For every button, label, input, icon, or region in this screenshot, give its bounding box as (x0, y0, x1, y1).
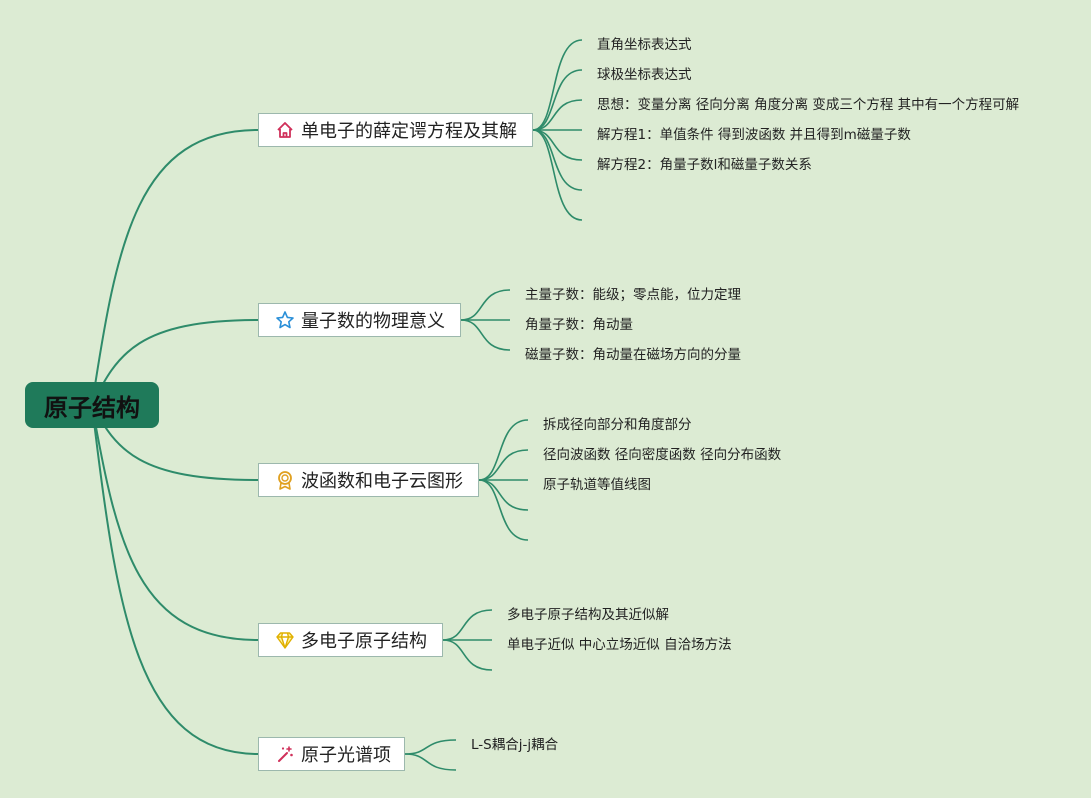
leaf-node[interactable]: L-S耦合j-j耦合 (471, 737, 559, 753)
connector-line (91, 129, 259, 406)
leaf-node[interactable]: 磁量子数：角动量在磁场方向的分量 (525, 347, 741, 363)
root-node[interactable]: 原子结构 (25, 382, 159, 428)
connector-line (460, 319, 511, 351)
branch-node-quantum-numbers[interactable]: 量子数的物理意义 (258, 303, 461, 337)
connector-line (91, 404, 259, 641)
branch-label: 量子数的物理意义 (301, 311, 445, 332)
leaf-node[interactable]: 解方程2：角量子数l和磁量子数关系 (597, 157, 812, 173)
leaf-node[interactable]: 多电子原子结构及其近似解 (507, 607, 669, 623)
branch-label: 波函数和电子云图形 (301, 471, 463, 492)
connector-line (532, 69, 583, 131)
branch-node-wavefunction[interactable]: 波函数和电子云图形 (258, 463, 479, 497)
leaf-node[interactable]: 主量子数：能级；零点能，位力定理 (525, 287, 741, 303)
leaf-node[interactable]: 球极坐标表达式 (597, 67, 692, 83)
connector-line (532, 39, 583, 131)
magic-wand-icon (275, 744, 295, 764)
connector-line (532, 99, 583, 131)
branch-node-schrodinger[interactable]: 单电子的薛定谔方程及其解 (258, 113, 533, 147)
leaf-node[interactable]: 解方程1：单值条件 得到波函数 并且得到m磁量子数 (597, 127, 911, 143)
leaf-node[interactable]: 原子轨道等值线图 (543, 477, 651, 493)
connector-line (404, 753, 457, 771)
connector-line (442, 639, 493, 671)
connector-line (478, 479, 529, 511)
home-icon (275, 120, 295, 140)
connector-line (478, 419, 529, 481)
branch-label: 多电子原子结构 (301, 631, 427, 652)
branch-node-multi-electron[interactable]: 多电子原子结构 (258, 623, 443, 657)
leaf-node[interactable]: 角量子数：角动量 (525, 317, 633, 333)
leaf-node[interactable]: 直角坐标表达式 (597, 37, 692, 53)
star-icon (275, 310, 295, 330)
connector-line (460, 289, 511, 321)
connector-line (442, 609, 493, 641)
diamond-icon (275, 630, 295, 650)
medal-icon (275, 470, 295, 490)
connector-line (478, 479, 529, 541)
leaf-node[interactable]: 径向波函数 径向密度函数 径向分布函数 (543, 447, 782, 463)
connector-line (91, 404, 259, 755)
leaf-node[interactable]: 拆成径向部分和角度部分 (543, 417, 692, 433)
connector-line (404, 739, 457, 755)
connector-line (532, 129, 583, 221)
leaf-node[interactable]: 单电子近似 中心立场近似 自洽场方法 (507, 637, 732, 653)
branch-node-spectral-terms[interactable]: 原子光谱项 (258, 737, 405, 771)
leaf-node[interactable]: 思想：变量分离 径向分离 角度分离 变成三个方程 其中有一个方程可解 (597, 97, 1020, 113)
branch-label: 原子光谱项 (301, 745, 391, 766)
branch-label: 单电子的薛定谔方程及其解 (301, 121, 517, 142)
connector-line (478, 449, 529, 481)
